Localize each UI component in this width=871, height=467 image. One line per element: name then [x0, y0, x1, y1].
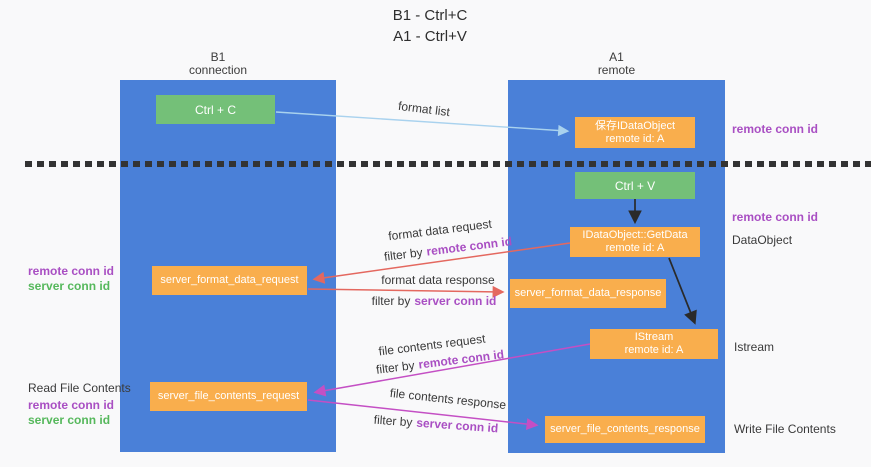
flow-label-format-data-response: format data response	[381, 273, 495, 287]
arrow-format-data-response	[307, 285, 505, 298]
ctrl-v-label: Ctrl + V	[614, 178, 656, 193]
annotation-remote-conn-id-top: remote conn id	[732, 122, 819, 136]
node-server-format-data-request: server_format_data_request	[152, 266, 307, 295]
diagram-title: B1 - Ctrl+C A1 - Ctrl+V	[0, 5, 860, 47]
filter-server-conn-id: server conn id	[414, 294, 497, 308]
server-file-contents-response-label: server_file_contents_response	[550, 423, 700, 435]
filter-by-text: filter by	[375, 358, 416, 377]
column-role-b1: connection	[188, 63, 248, 77]
filter-remote-conn-id: remote conn id	[425, 234, 513, 259]
server-format-data-request-label: server_format_data_request	[160, 274, 299, 286]
annotation-remote-conn-id-left-1: remote conn id	[28, 264, 115, 278]
flow-label-file-contents-response: file contents response	[389, 385, 507, 413]
title-line-1: B1 - Ctrl+C	[392, 7, 468, 24]
save-idataobject-line1: 保存IDataObject	[594, 119, 676, 132]
istream-line2: remote id: A	[624, 344, 684, 356]
flow-label-format-list: format list	[397, 98, 451, 120]
filter-by-text: filter by	[373, 412, 413, 430]
ctrl-c-label: Ctrl + C	[194, 102, 236, 117]
node-idataobject-getdata: IDataObject::GetData remote id: A	[570, 227, 700, 257]
getdata-line1: IDataObject::GetData	[582, 229, 688, 241]
annotation-read-file-contents: Read File Contents	[28, 381, 131, 395]
column-header-b1: B1 connection	[110, 51, 326, 77]
annotation-server-conn-id-left-1: server conn id	[28, 279, 111, 293]
annotation-remote-conn-id-left-2: remote conn id	[28, 398, 115, 412]
istream-line1: IStream	[634, 331, 674, 343]
column-name-b1: B1	[210, 50, 226, 64]
phase-divider-dashed-line	[25, 161, 871, 167]
filter-by-text: filter by	[383, 245, 424, 264]
column-role-a1: remote	[597, 63, 636, 77]
column-header-a1: A1 remote	[508, 51, 725, 77]
node-save-idataobject: 保存IDataObject remote id: A	[575, 117, 695, 148]
annotation-write-file-contents: Write File Contents	[734, 422, 836, 436]
save-idataobject-line2: remote id: A	[605, 132, 665, 145]
column-name-a1: A1	[609, 50, 624, 64]
node-server-format-data-response: server_format_data_response	[510, 279, 666, 308]
annotation-remote-conn-id-mid: remote conn id	[732, 210, 819, 224]
node-ctrl-c: Ctrl + C	[156, 95, 275, 124]
server-format-data-response-label: server_format_data_response	[514, 287, 662, 299]
node-server-file-contents-request: server_file_contents_request	[150, 382, 307, 411]
annotation-dataobject: DataObject	[732, 233, 793, 247]
filter-by-text: filter by	[371, 294, 411, 308]
annotation-server-conn-id-left-2: server conn id	[28, 413, 111, 427]
node-istream: IStream remote id: A	[590, 329, 718, 359]
filter-server-conn-id: server conn id	[415, 415, 499, 436]
node-ctrl-v: Ctrl + V	[575, 172, 695, 199]
server-file-contents-request-label: server_file_contents_request	[157, 390, 300, 402]
getdata-line2: remote id: A	[605, 242, 665, 254]
annotation-istream: Istream	[734, 340, 775, 354]
title-line-2: A1 - Ctrl+V	[393, 28, 467, 45]
node-server-file-contents-response: server_file_contents_response	[545, 416, 705, 443]
